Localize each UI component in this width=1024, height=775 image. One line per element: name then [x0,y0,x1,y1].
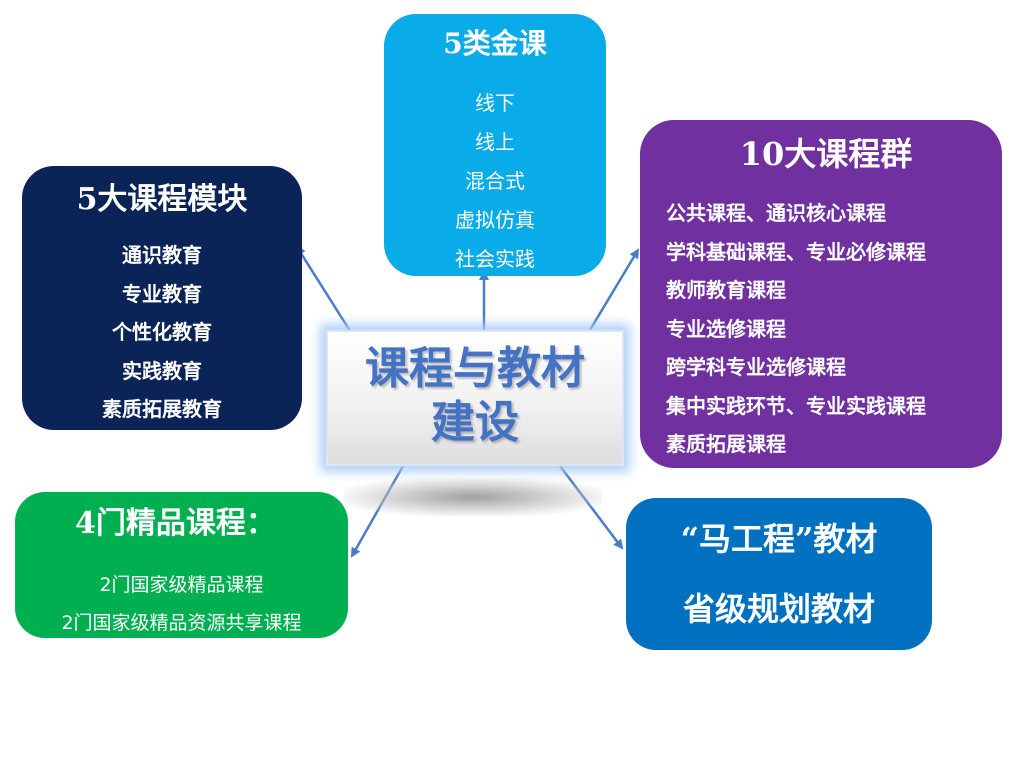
center-topic-line: 课程与教材 [365,343,585,394]
quality-courses-title: 4门精品课程： [75,506,276,541]
quality-courses-item: 2门国家级精品资源共享课程 [61,612,302,634]
course-groups-list: 公共课程、通识核心课程 学科基础课程、专业必修课程 教师教育课程 专业选修课程 … [640,194,1002,464]
golden-courses-item: 线上 [475,130,515,154]
modules-item: 实践教育 [122,358,202,383]
center-topic-title: 课程与教材 建设 [328,342,622,450]
textbooks-item: 省级规划教材 [682,590,875,628]
arrow-to-modules [295,245,354,335]
golden-courses-box: 5类金课 线下 线上 混合式 虚拟仿真 社会实践 [384,14,606,276]
textbooks-item: “马工程”教材 [680,520,878,558]
golden-courses-item: 线下 [475,91,515,115]
modules-item: 通识教育 [122,243,202,267]
modules-box: 5大课程模块 通识教育 专业教育 个性化教育 实践教育 素质拓展教育 [22,166,302,430]
course-groups-item: 跨学科专业选修课程 [666,355,846,379]
modules-item: 素质拓展教育 [102,397,222,421]
modules-title: 5大课程模块 [76,182,248,217]
course-groups-item: 公共课程、通识核心课程 [666,201,886,225]
textbooks-list: “马工程”教材 省级规划教材 [626,504,932,644]
course-groups-item: 集中实践环节、专业实践课程 [666,393,926,418]
golden-courses-title: 5类金课 [443,27,547,60]
center-box-shadow [344,478,602,516]
center-topic-line: 建设 [431,397,519,448]
quality-courses-box: 4门精品课程： 2门国家级精品课程 2门国家级精品资源共享课程 [15,492,348,638]
golden-courses-item: 虚拟仿真 [455,208,535,232]
golden-courses-item: 混合式 [465,169,525,193]
center-topic-box: 课程与教材 建设 [326,330,624,466]
modules-item: 个性化教育 [112,320,212,344]
golden-courses-list: 线下 线上 混合式 虚拟仿真 社会实践 [384,84,606,279]
course-groups-item: 素质拓展课程 [666,432,786,456]
quality-courses-item: 2门国家级精品课程 [99,574,264,596]
course-groups-item: 教师教育课程 [666,278,786,302]
course-groups-item: 学科基础课程、专业必修课程 [666,239,926,264]
golden-courses-item: 社会实践 [455,247,535,271]
modules-list: 通识教育 专业教育 个性化教育 实践教育 素质拓展教育 [22,236,302,429]
quality-courses-list: 2门国家级精品课程 2门国家级精品资源共享课程 [15,566,348,642]
course-groups-item: 专业选修课程 [666,316,786,341]
textbooks-box: “马工程”教材 省级规划教材 [626,498,932,650]
modules-item: 专业教育 [122,281,202,306]
course-groups-box: 10大课程群 公共课程、通识核心课程 学科基础课程、专业必修课程 教师教育课程 … [640,120,1002,468]
course-groups-title: 10大课程群 [739,135,913,173]
